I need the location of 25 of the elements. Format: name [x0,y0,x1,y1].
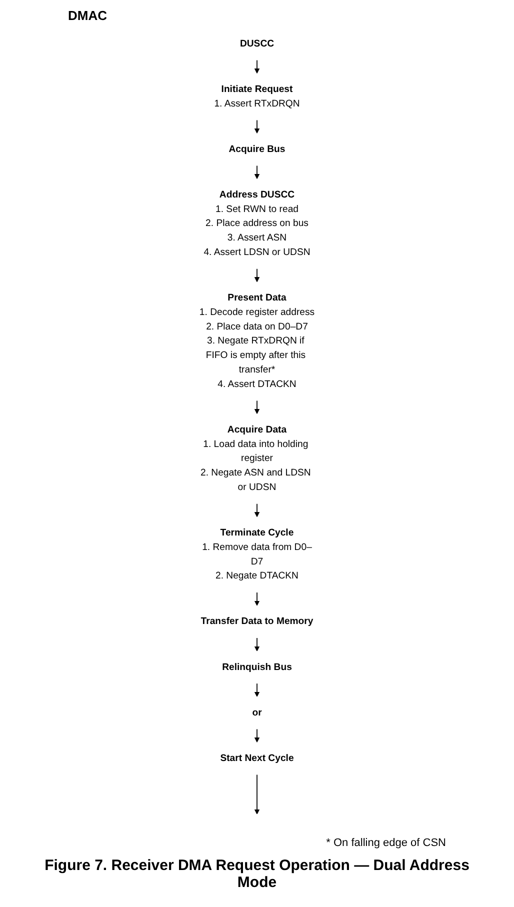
column-heading: DMAC [68,8,107,23]
arrow [254,165,260,180]
node-text: Relinquish Bus [222,662,292,672]
node-text: Initiate Request 1. Assert RTxDRQN [214,84,300,109]
footnote: * On falling edge of CSN [326,837,446,849]
node-text: Acquire Bus [228,144,286,154]
arrow [254,268,260,282]
arrow [254,400,260,414]
arrow [254,638,260,652]
node-text: Transfer Data to Memory [200,616,314,627]
node-text: Start Next Cycle [220,753,294,764]
arrow [254,120,260,134]
arrow [254,503,260,518]
node-text: Address DUSCC 1. Set RWN to read 2. Place address on bus 3. Assert ASN 4. Assert LDSN or UDSN [204,190,310,258]
arrow [254,774,260,814]
node-text: Present Data 1. Decode register address 2. Place data on D0–D7 3. Negate RTxDRQN if FIFO is empty after this transfer* 4. Assert DTACKN [199,292,315,390]
arrow [254,728,260,743]
arrow [254,683,260,697]
node-text: or [252,708,262,718]
node-text: Terminate Cycle 1. Remove data from D0–D7 2. Negate DTACKN [202,528,312,582]
figure-caption: Figure 7. Receiver DMA Request Operation — Dual Address Mode [44,857,470,891]
node-text: DUSCC [240,38,274,49]
arrow [254,592,260,606]
node-text: Acquire Data 1. Load data into holding register 2. Negate ASN and LDSN or UDSN [200,424,311,492]
arrow [254,60,260,74]
